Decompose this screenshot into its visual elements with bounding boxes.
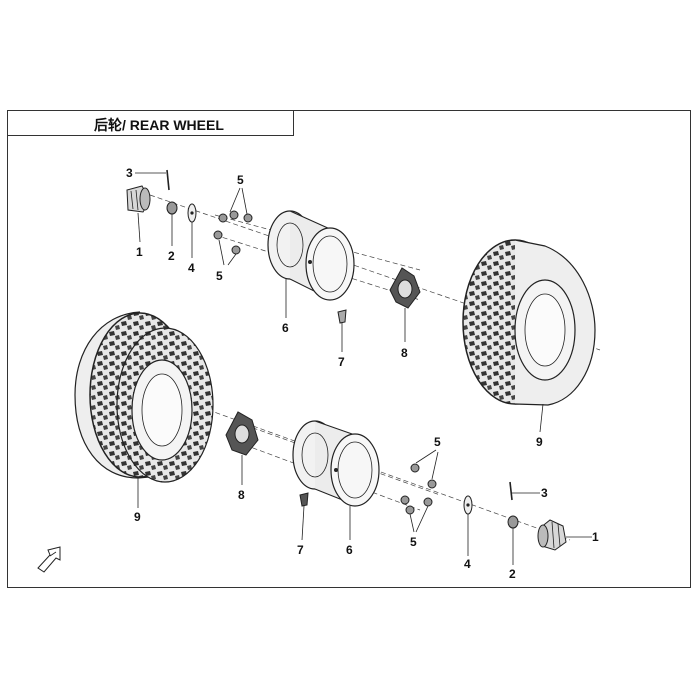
callout-7-lower: 7: [297, 543, 304, 557]
tire-lower-left: [74, 311, 214, 483]
diagram-frame: [7, 110, 691, 588]
hub-cap-upper: [126, 185, 151, 213]
axis-line-lower-2: [244, 424, 441, 496]
washer-upper: [187, 203, 197, 223]
callout-1-lower: 1: [592, 530, 599, 544]
lug-nuts-lower-a: [410, 463, 437, 489]
valve-stem-upper: [337, 309, 347, 324]
leader-lines: [135, 172, 592, 565]
axis-line-lower-3: [244, 444, 421, 511]
lug-nuts-upper-b: [213, 230, 241, 255]
rim-upper: [267, 210, 355, 301]
callout-2-lower: 2: [509, 567, 516, 581]
tire-upper-right: [462, 239, 596, 406]
callout-5-lower-a: 5: [434, 435, 441, 449]
callout-8-upper: 8: [401, 346, 408, 360]
wheel-hub-lower: [225, 411, 259, 456]
valve-stem-lower: [299, 492, 309, 507]
callout-4-upper: 4: [188, 261, 195, 275]
wheel-hub-upper: [389, 267, 421, 309]
cotter-pin-lower: [509, 481, 513, 501]
callout-5-upper-a: 5: [237, 173, 244, 187]
callout-5-lower-b: 5: [410, 535, 417, 549]
front-direction-arrow-icon: [37, 546, 61, 573]
washer-lower: [463, 495, 473, 515]
cotter-pin-upper: [166, 169, 170, 191]
lug-nuts-lower-b: [400, 495, 433, 515]
callout-3-lower: 3: [541, 486, 548, 500]
callout-9-lower: 9: [134, 510, 141, 524]
axle-nut-lower: [507, 515, 519, 529]
lug-nuts-upper-a: [218, 210, 253, 223]
page-title: 后轮/ REAR WHEEL: [94, 117, 224, 133]
title-box: [7, 110, 294, 136]
callout-8-lower: 8: [238, 488, 245, 502]
callout-4-lower: 4: [464, 557, 471, 571]
callout-3-upper: 3: [126, 166, 133, 180]
callout-6-upper: 6: [282, 321, 289, 335]
callout-6-lower: 6: [346, 543, 353, 557]
hub-cap-lower: [537, 519, 567, 551]
callout-1-upper: 1: [136, 245, 143, 259]
axle-nut-upper: [166, 201, 178, 215]
callout-9-upper: 9: [536, 435, 543, 449]
callout-7-upper: 7: [338, 355, 345, 369]
rim-lower: [292, 420, 380, 507]
callout-5-upper-b: 5: [216, 269, 223, 283]
callout-2-upper: 2: [168, 249, 175, 263]
